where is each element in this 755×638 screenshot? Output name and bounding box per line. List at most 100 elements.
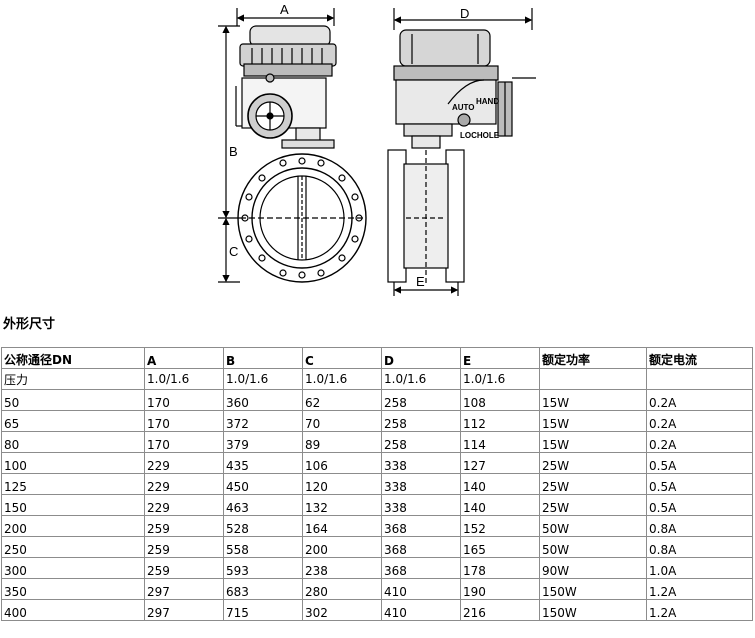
table-cell: 190 [460, 578, 540, 600]
table-cell: 25W [539, 473, 647, 495]
table-cell: 297 [144, 599, 224, 621]
table-cell: 259 [144, 515, 224, 537]
table-cell: 170 [144, 431, 224, 453]
table-cell: 360 [223, 389, 303, 411]
table-cell: 0.8A [646, 536, 753, 558]
table-cell: 238 [302, 557, 382, 579]
table-cell: 229 [144, 494, 224, 516]
table-cell: 216 [460, 599, 540, 621]
section-title: 外形尺寸 [3, 317, 56, 332]
table-cell: 62 [302, 389, 382, 411]
table-cell: 1.0/1.6 [302, 368, 382, 390]
table-cell: 压力 [1, 368, 145, 390]
dim-label-a: A [280, 2, 289, 17]
table-cell: 65 [1, 410, 145, 432]
table-cell: 50W [539, 536, 647, 558]
table-cell: 132 [302, 494, 382, 516]
table-cell: 1.0/1.6 [144, 368, 224, 390]
front-view [218, 8, 367, 283]
table-cell: 259 [144, 557, 224, 579]
table-cell: 127 [460, 452, 540, 474]
table-cell: 0.8A [646, 515, 753, 537]
table-cell: 300 [1, 557, 145, 579]
table-cell: 1.0/1.6 [381, 368, 461, 390]
table-cell: 683 [223, 578, 303, 600]
table-cell: 410 [381, 599, 461, 621]
table-cell: 89 [302, 431, 382, 453]
table-cell: 1.0/1.6 [223, 368, 303, 390]
table-cell: 400 [1, 599, 145, 621]
table-cell: 140 [460, 494, 540, 516]
table-cell: 170 [144, 389, 224, 411]
table-cell: 200 [302, 536, 382, 558]
table-cell: 0.5A [646, 452, 753, 474]
table-cell: 1.0/1.6 [460, 368, 540, 390]
table-cell: 250 [1, 536, 145, 558]
table-cell: 338 [381, 452, 461, 474]
table-cell: 1.2A [646, 578, 753, 600]
table-cell: 152 [460, 515, 540, 537]
table-cell: 0.2A [646, 431, 753, 453]
table-cell: 410 [381, 578, 461, 600]
column-header: C [302, 347, 382, 369]
table-cell: 368 [381, 536, 461, 558]
table-cell: 100 [1, 452, 145, 474]
table-cell: 338 [381, 494, 461, 516]
column-header: 公称通径DN [1, 347, 145, 369]
table-cell: 229 [144, 473, 224, 495]
table-cell: 1.2A [646, 599, 753, 621]
table-cell: 302 [302, 599, 382, 621]
table-cell: 258 [381, 410, 461, 432]
table-cell: 25W [539, 452, 647, 474]
table-cell: 229 [144, 452, 224, 474]
column-header: A [144, 347, 224, 369]
table-cell: 15W [539, 389, 647, 411]
table-cell [539, 368, 647, 390]
table-cell: 593 [223, 557, 303, 579]
callout-hand: HAND [476, 97, 499, 106]
table-cell: 178 [460, 557, 540, 579]
table-cell: 435 [223, 452, 303, 474]
table-cell: 70 [302, 410, 382, 432]
table-cell: 258 [381, 431, 461, 453]
callout-auto: AUTO [452, 103, 475, 112]
table-cell: 164 [302, 515, 382, 537]
table-cell: 90W [539, 557, 647, 579]
dim-label-b: B [229, 144, 238, 159]
table-cell: 280 [302, 578, 382, 600]
callout-lochole: LOCHOLE [460, 131, 500, 140]
table-cell: 200 [1, 515, 145, 537]
table-cell: 0.2A [646, 410, 753, 432]
dim-label-c: C [229, 244, 238, 259]
table-cell: 15W [539, 431, 647, 453]
table-cell: 258 [381, 389, 461, 411]
table-cell: 112 [460, 410, 540, 432]
table-cell: 80 [1, 431, 145, 453]
valve-dimension-drawing: A B C D E HAND AUTO LOCHOL [218, 2, 536, 296]
dim-label-e: E [416, 274, 425, 289]
table-cell: 150W [539, 578, 647, 600]
table-cell: 114 [460, 431, 540, 453]
table-cell: 108 [460, 389, 540, 411]
column-header: B [223, 347, 303, 369]
column-header: D [381, 347, 461, 369]
table-cell: 50 [1, 389, 145, 411]
table-cell: 15W [539, 410, 647, 432]
table-cell: 0.5A [646, 473, 753, 495]
table-cell: 372 [223, 410, 303, 432]
table-cell: 1.0A [646, 557, 753, 579]
table-cell: 25W [539, 494, 647, 516]
table-cell: 297 [144, 578, 224, 600]
column-header: 额定电流 [646, 347, 753, 369]
table-cell: 106 [302, 452, 382, 474]
